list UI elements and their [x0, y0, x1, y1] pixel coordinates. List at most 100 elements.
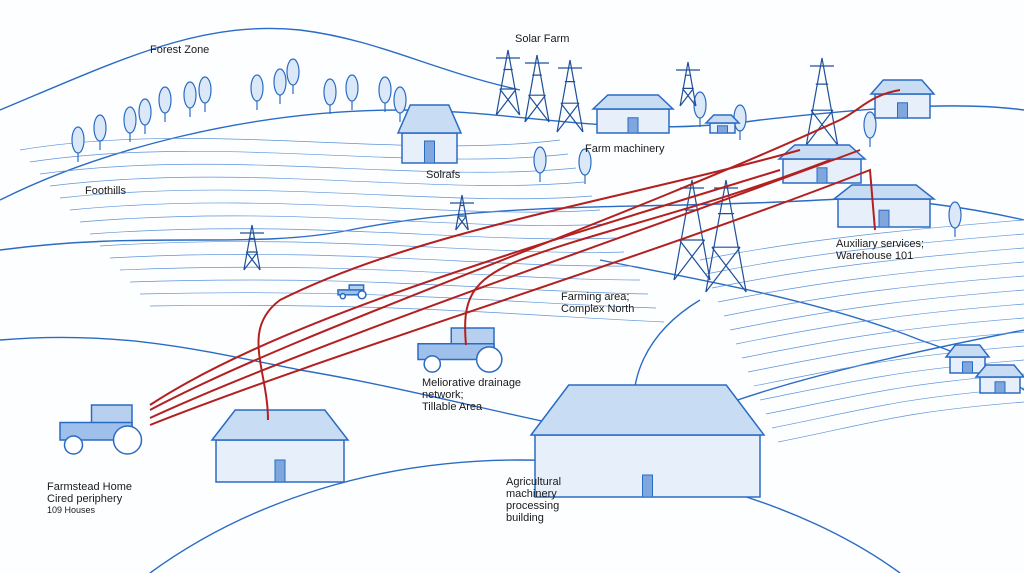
furrow: [771, 387, 1024, 429]
house-door: [878, 209, 890, 228]
furrow: [99, 241, 625, 253]
house-door: [274, 459, 286, 483]
furrow: [729, 289, 1024, 331]
label-agricultural-building: Agricultural machinery processing buildi…: [506, 476, 561, 524]
pylon-icon: [705, 179, 747, 293]
tree-icon: [393, 86, 407, 114]
label-line: Meliorative drainage: [422, 377, 522, 389]
tree-icon: [286, 58, 300, 86]
house-door: [897, 102, 908, 119]
power-line: [149, 169, 781, 406]
tree-icon: [138, 98, 152, 126]
power-line: [149, 168, 876, 426]
furrow: [735, 303, 1024, 345]
hill-contour: [149, 459, 901, 573]
house-roof: [974, 364, 1024, 378]
label-line: Tillable Area: [422, 401, 483, 413]
label-foothills: Foothills: [85, 185, 126, 197]
label-line: Agricultural: [506, 476, 562, 488]
tree-icon: [578, 148, 592, 176]
label-farmstead: Farmstead Home Cired periphery 109 House…: [47, 481, 132, 516]
tree-icon: [250, 74, 264, 102]
label-line: Auxiliary services;: [836, 238, 925, 250]
house-roof: [529, 384, 766, 436]
furrow: [723, 275, 1024, 317]
furrow: [717, 261, 1024, 303]
furrow: [777, 401, 1024, 443]
tractor-wheel: [339, 292, 347, 300]
label-auxiliary-services: Auxiliary services; Warehouse 101: [836, 238, 924, 262]
house-roof: [591, 94, 675, 110]
power-line: [149, 149, 861, 419]
furrow: [79, 215, 609, 226]
pylon-icon: [524, 54, 550, 123]
house-door: [816, 167, 828, 184]
tree-icon: [71, 126, 85, 154]
tree-icon: [693, 91, 707, 119]
label-line: machinery: [506, 488, 557, 500]
field-furrows: [19, 138, 1024, 443]
house-door: [994, 381, 1006, 394]
label-drainage-network: Meliorative drainage network; Tillable A…: [422, 377, 521, 413]
pylon-icon: [450, 194, 474, 231]
label-line: Cired periphery: [47, 493, 123, 505]
house-roof: [944, 344, 991, 358]
tractor-wheel: [423, 355, 442, 373]
forest-trees: [71, 58, 962, 237]
tree-icon: [273, 68, 287, 96]
house-door: [962, 361, 973, 374]
house-door: [424, 140, 435, 164]
label-forest-zone: Forest Zone: [150, 44, 210, 56]
furrow: [39, 163, 577, 175]
furrow: [109, 254, 633, 267]
tree-icon: [863, 111, 877, 139]
label-solar-farm: Solar Farm: [515, 33, 570, 45]
tree-icon: [533, 146, 547, 174]
house-roof: [869, 79, 936, 95]
pylon-icon: [805, 57, 839, 146]
buildings: [210, 79, 1024, 498]
furrow: [747, 331, 1024, 373]
tractor-wheel: [63, 435, 84, 455]
tree-icon: [378, 76, 392, 104]
tractor-wheel: [475, 346, 503, 373]
furrow: [89, 228, 617, 240]
label-line: Farming area;: [561, 291, 630, 303]
label-line: Complex North: [561, 303, 635, 315]
pylon-icon: [676, 61, 700, 107]
label-line: processing: [506, 500, 560, 512]
tractors: [59, 284, 503, 455]
furrow: [705, 233, 1024, 275]
power-pylons: [240, 49, 839, 293]
tree-icon: [323, 78, 337, 106]
house-roof: [704, 114, 741, 124]
furrow: [59, 189, 593, 200]
tree-icon: [123, 106, 137, 134]
house-door: [627, 117, 639, 134]
furrow: [69, 202, 601, 213]
tree-icon: [345, 74, 359, 102]
furrow: [149, 304, 665, 323]
house-door: [717, 125, 728, 134]
furrow: [129, 279, 649, 295]
tree-icon: [948, 201, 962, 229]
house-roof: [831, 184, 937, 200]
label-line: Farmstead Home: [47, 481, 132, 493]
power-line: [257, 149, 801, 421]
tree-icon: [733, 104, 747, 132]
furrow: [29, 150, 569, 163]
label-line: network;: [422, 389, 464, 401]
power-lines: [149, 89, 901, 426]
furrow: [741, 317, 1024, 359]
furrow: [139, 292, 657, 309]
furrow: [19, 138, 561, 151]
tree-icon: [183, 81, 197, 109]
tree-icon: [93, 114, 107, 142]
tree-icon: [198, 76, 212, 104]
pylon-icon: [673, 179, 711, 281]
power-line: [149, 89, 901, 411]
furrow: [49, 176, 585, 187]
furrow: [119, 266, 641, 281]
